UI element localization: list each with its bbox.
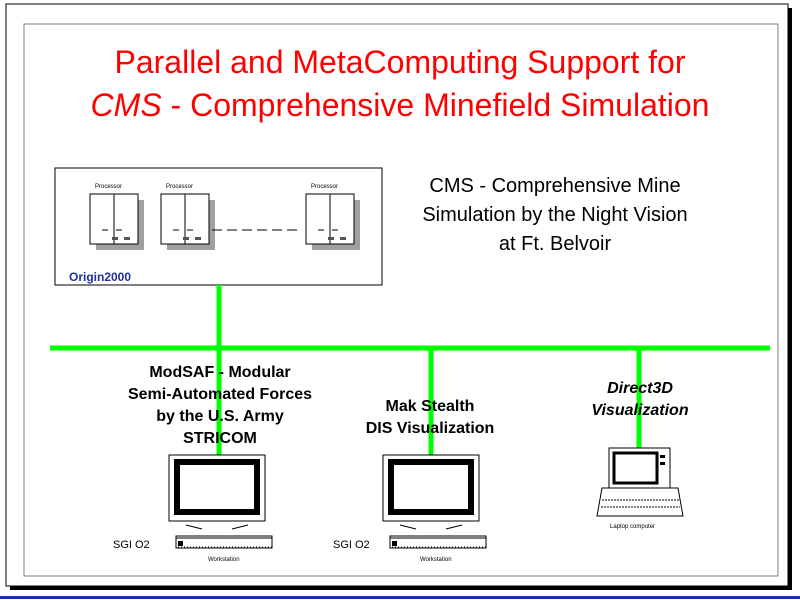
modsaf-line2: Semi-Automated Forces	[127, 386, 313, 403]
processor-label: Processor	[95, 184, 122, 190]
origin2000-box: Processor Processor Processor	[54, 167, 383, 286]
direct3d-line2: Visualization	[591, 402, 689, 419]
cms-description: CMS - Comprehensive Mine Simulation by t…	[378, 172, 732, 259]
cms-desc-line3: at Ft. Belvoir	[498, 233, 612, 255]
cms-desc-line1: CMS - Comprehensive Mine	[429, 175, 681, 197]
bottom-rule	[0, 596, 800, 599]
slide-title-rest: - Comprehensive Minefield Simulation	[161, 87, 710, 123]
sgi-o2-label: SGI O2	[113, 539, 150, 551]
modsaf-label: ModSAF - Modular Semi-Automated Forces b…	[70, 362, 370, 450]
processor-label: Processor	[311, 184, 338, 190]
direct3d-label: Direct3D Visualization	[560, 378, 720, 422]
slide-title-cms: CMS	[90, 87, 162, 123]
processor-unit	[89, 193, 144, 250]
processor-unit	[305, 193, 360, 250]
stealth-line2: DIS Visualization	[365, 420, 495, 437]
modsaf-line3: by the U.S. Army	[156, 408, 284, 425]
processor-unit	[160, 193, 215, 250]
workstation-caption: Workstation	[420, 557, 452, 563]
slide-title-line2: CMS - Comprehensive Minefield Simulation	[0, 86, 800, 124]
laptop-computer: Laptop computer	[596, 447, 684, 530]
workstation-caption: Workstation	[208, 557, 240, 563]
cms-desc-line2: Simulation by the Night Vision	[422, 204, 688, 226]
origin2000-label: Origin2000	[69, 270, 132, 284]
sgi-o2-label: SGI O2	[333, 539, 370, 551]
modsaf-line1: ModSAF - Modular	[149, 364, 291, 381]
stealth-line1: Mak Stealth	[385, 398, 475, 415]
processor-label: Processor	[166, 184, 193, 190]
direct3d-line1: Direct3D	[607, 380, 673, 397]
workstation-stealth: SGI O2 Workstation	[333, 454, 487, 563]
modsaf-line4: STRICOM	[183, 430, 257, 447]
stealth-label: Mak Stealth DIS Visualization	[330, 396, 530, 440]
workstation-modsaf: SGI O2 Workstation	[113, 454, 273, 563]
network	[50, 285, 770, 455]
laptop-caption: Laptop computer	[610, 524, 655, 530]
slide-title-line1: Parallel and MetaComputing Support for	[114, 44, 686, 80]
